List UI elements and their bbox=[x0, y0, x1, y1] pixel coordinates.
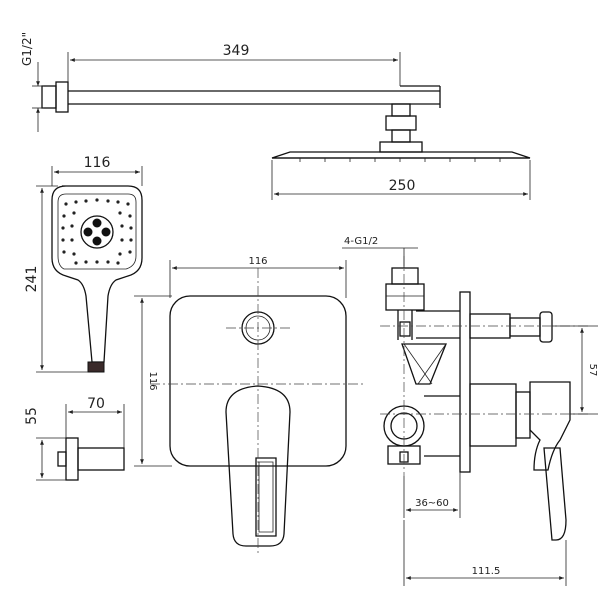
arm-length-label: 349 bbox=[223, 43, 250, 59]
head-width-label: 250 bbox=[389, 178, 416, 194]
valve-depth-label: 111.5 bbox=[472, 566, 501, 577]
hand-width-label: 116 bbox=[84, 155, 111, 171]
shower-arm-view: 349 G1/2" 250 bbox=[20, 32, 531, 200]
outlet-height-label: 55 bbox=[24, 407, 40, 425]
valve-range-label: 36~60 bbox=[415, 498, 449, 509]
plate-width-label: 116 bbox=[248, 256, 267, 267]
plate-height-label: 116 bbox=[147, 371, 158, 390]
hand-shower-center-cluster bbox=[80, 215, 114, 249]
trim-plate-view: 116 116 bbox=[134, 256, 364, 554]
wall-outlet-view: 70 55 bbox=[24, 396, 125, 481]
hand-length-label: 241 bbox=[24, 266, 40, 293]
outlet-depth-label: 70 bbox=[87, 396, 105, 412]
valve-inlets-label: 4-G1/2 bbox=[344, 236, 378, 247]
hand-shower-nozzles bbox=[61, 198, 133, 265]
valve-body-view: 4-G1/2 57 36~60 111.5 bbox=[342, 236, 598, 586]
hand-shower-view: 116 241 bbox=[24, 155, 143, 373]
shower-head-nozzles bbox=[299, 158, 501, 162]
valve-side-label: 57 bbox=[587, 364, 598, 377]
arm-thread-label: G1/2" bbox=[20, 32, 34, 66]
